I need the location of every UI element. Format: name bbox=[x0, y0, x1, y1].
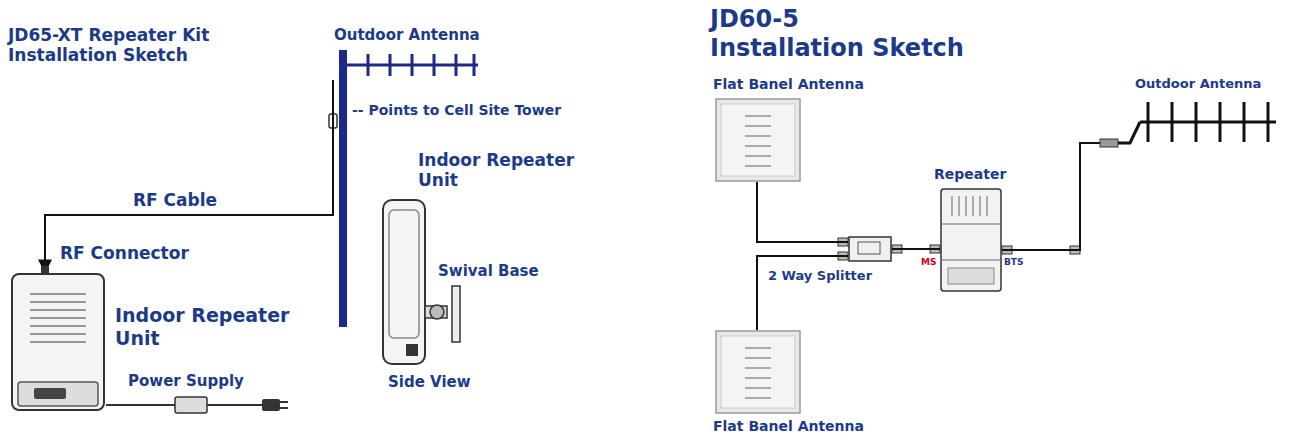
edge-label: RF Cable bbox=[130, 190, 220, 210]
power-supply-symbol bbox=[106, 397, 288, 413]
repeater-unit-drawing bbox=[940, 188, 1002, 292]
yagi-antenna-drawing bbox=[1100, 96, 1278, 150]
node-label: Outdoor Antenna bbox=[1135, 76, 1261, 92]
node-label: Indoor Repeater Unit bbox=[115, 304, 290, 350]
node-label: Outdoor Antenna bbox=[334, 26, 480, 44]
node-label: -- Points to Cell Site Tower bbox=[352, 102, 561, 119]
node-label: 2 Way Splitter bbox=[768, 268, 872, 284]
flat-panel-antenna: Flat Banel Antenna bbox=[715, 98, 801, 182]
part-label: Power Supply bbox=[128, 372, 244, 390]
yagi-antenna: Outdoor Antenna bbox=[1100, 96, 1278, 150]
node-label: Indoor Repeater Unit bbox=[418, 150, 578, 191]
yagi-antenna: Outdoor Antenna-- Points to Cell Site To… bbox=[328, 52, 480, 80]
node-label: Flat Banel Antenna bbox=[713, 418, 864, 435]
two-way-splitter: 2 Way Splitter bbox=[848, 236, 892, 262]
flat-panel-antenna-drawing bbox=[715, 330, 801, 414]
diagram-title: JD65-XT Repeater Kit Installation Sketch bbox=[8, 25, 258, 66]
rf-cable bbox=[1002, 143, 1100, 250]
flat-panel-antenna: Flat Banel Antenna bbox=[715, 330, 801, 414]
indoor-repeater-unit-drawing bbox=[10, 272, 106, 412]
antenna-mast bbox=[339, 50, 347, 327]
port-label: BTS bbox=[1004, 257, 1023, 268]
node-label: Flat Banel Antenna bbox=[713, 76, 864, 93]
rf-cable bbox=[757, 182, 848, 242]
port-label: MS bbox=[921, 257, 936, 268]
indoor-repeater-unit: Indoor Repeater Unit bbox=[10, 272, 106, 412]
flat-panel-antenna-drawing bbox=[715, 98, 801, 182]
repeater-unit: Repeater bbox=[940, 188, 1002, 292]
yagi-antenna-drawing bbox=[328, 52, 480, 80]
diagram-title: JD60-5 Installation Sketch bbox=[710, 5, 964, 62]
repeater-side-view: Indoor Repeater Unit bbox=[380, 198, 472, 366]
part-label: Side View bbox=[388, 373, 471, 391]
node-label: Repeater bbox=[934, 166, 1006, 183]
rf-cable bbox=[45, 80, 333, 272]
part-label: Swival Base bbox=[438, 262, 539, 280]
part-label: RF Connector bbox=[60, 243, 189, 263]
line-spacer bbox=[940, 5, 1000, 7]
rf-cable bbox=[757, 256, 848, 330]
title-block: JD60-5 Installation Sketch bbox=[710, 5, 1000, 63]
rf-cable bbox=[892, 248, 940, 250]
two-way-splitter-drawing bbox=[848, 236, 892, 262]
repeater-side-view-drawing bbox=[380, 198, 472, 366]
